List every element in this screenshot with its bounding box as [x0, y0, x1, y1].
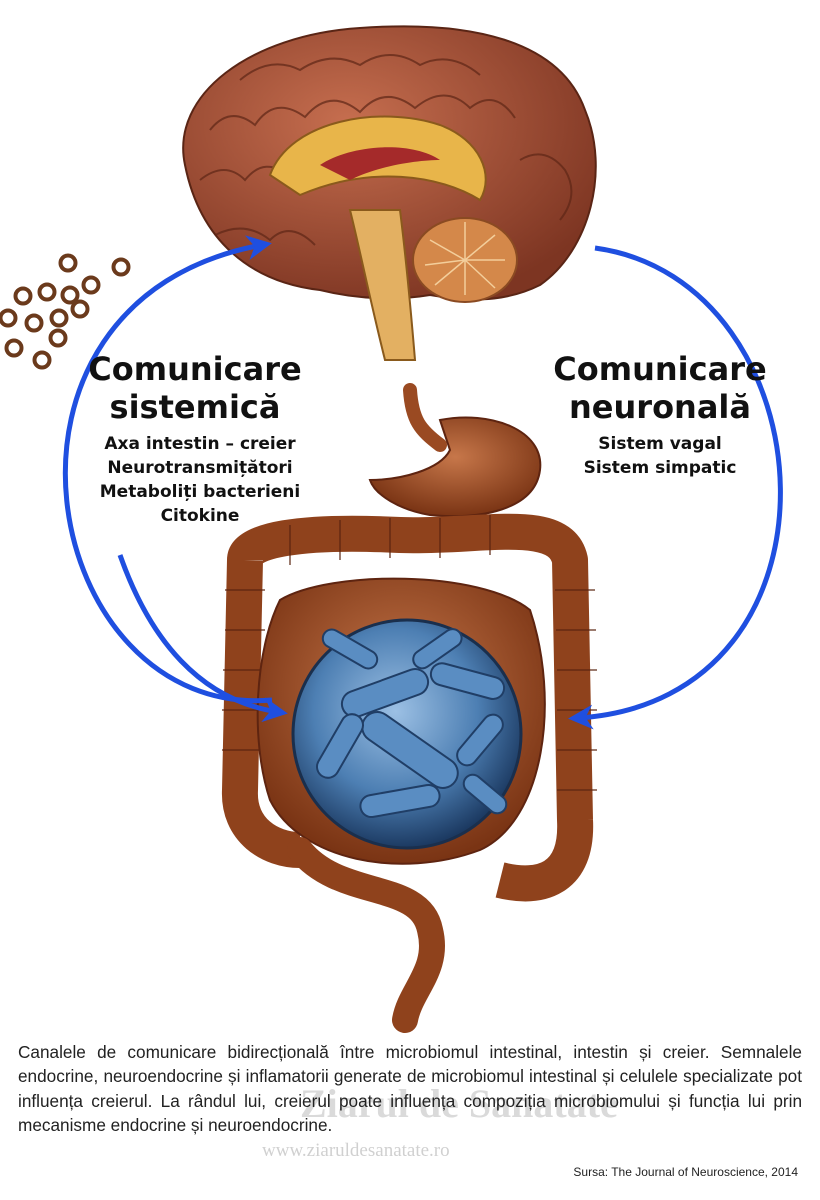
neuronal-list: Sistem vagal Sistem simpatic [555, 432, 765, 480]
neuronal-item: Sistem simpatic [583, 458, 737, 478]
neuronal-item: Sistem vagal [598, 434, 722, 454]
particle-rings [0, 253, 131, 370]
systemic-item: Citokine [160, 506, 240, 526]
systemic-title-line2: sistemică [109, 388, 281, 426]
caption: Canalele de comunicare bidirecțională în… [18, 1042, 802, 1136]
left-arrow-down [117, 554, 288, 723]
source-credit: Sursa: The Journal of Neuroscience, 2014 [573, 1165, 798, 1179]
systemic-title-line1: Comunicare [88, 350, 302, 388]
watermark-name: Ziarul de Sanatate [300, 1081, 618, 1126]
systemic-item: Neurotransmițători [107, 458, 293, 478]
systemic-item: Metaboliți bacterieni [99, 482, 301, 502]
systemic-item: Axa intestin – creier [104, 434, 296, 454]
watermark-url: www.ziaruldesanatate.ro [262, 1140, 450, 1161]
arrows [62, 235, 783, 730]
bacteria-microscope-view [291, 618, 523, 850]
right-arrow-up [568, 245, 783, 730]
neuronal-title: Comunicare neuronală [540, 350, 780, 426]
brain-illustration [182, 25, 597, 361]
systemic-list: Axa intestin – creier Neurotransmițători… [70, 432, 330, 528]
neuronal-title-line2: neuronală [569, 388, 751, 426]
neuronal-title-line1: Comunicare [553, 350, 767, 388]
systemic-title: Comunicare sistemică [70, 350, 320, 426]
left-arrow-up [62, 235, 273, 704]
